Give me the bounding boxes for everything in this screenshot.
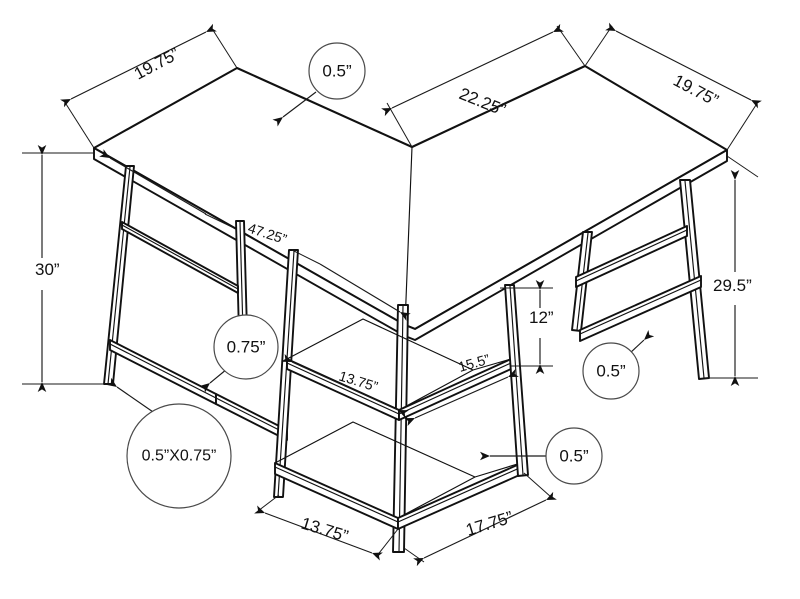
dimension-label-19-75-left: 19.75”	[131, 44, 183, 84]
ext-29-5-top	[726, 155, 759, 178]
dimension-label-13-75-base: 13.75”	[299, 514, 351, 546]
callout-leg-profile: 0.5”X0.75”	[126, 403, 232, 509]
left-upper-rail-line	[121, 224, 239, 290]
middle-upper-shelf-right-top	[472, 358, 512, 371]
callout-circle-top-thickness	[308, 42, 366, 100]
leader-left-rail-thickness	[199, 368, 228, 393]
dimension-label-30: 30”	[35, 260, 60, 279]
ext-17-75-a	[403, 547, 425, 563]
middle-lower-shelf-left	[274, 462, 399, 530]
middle-upper-shelf-right	[398, 358, 512, 421]
middle-lower-shelf-right-top	[474, 461, 525, 478]
left-to-mid-base-rail	[215, 393, 288, 441]
leader-top-thickness	[272, 91, 317, 127]
callout-circle-right-rail	[582, 342, 640, 400]
callout-label-right-rail: 0.5”	[596, 362, 626, 381]
leader-leg-profile	[106, 377, 157, 415]
ext-19-75-right-a	[584, 25, 613, 67]
ext-17-75-b	[523, 472, 552, 498]
desk-geometry	[92, 64, 729, 553]
ext-19-75-right-b	[726, 104, 757, 151]
callout-circle-leg-profile	[126, 403, 232, 509]
dimline-47-25-arrow-start	[99, 149, 207, 215]
dimline-19-75-right	[605, 22, 762, 109]
callout-left-rail-thickness: 0.75”	[213, 314, 279, 380]
callout-circle-left-rail	[213, 314, 279, 380]
mid-leg-center-highlight	[398, 305, 404, 553]
desk-top-panel	[92, 64, 729, 341]
dimline-22-25	[381, 23, 564, 117]
callout-label-top-thickness: 0.5”	[322, 62, 352, 81]
left-trestle-frame	[103, 165, 288, 441]
ext-19-75-left-b	[65, 103, 95, 149]
dimline-47-25-left	[204, 213, 233, 228]
dimension-label-17-75: 17.75”	[464, 507, 516, 539]
right-trestle-frame	[571, 179, 710, 380]
ext-19-75-left-a	[210, 26, 238, 69]
desk-top-inner-corner-line	[404, 146, 413, 326]
right-lower-rail	[579, 275, 702, 342]
dimline-47-25-right	[291, 249, 321, 265]
left-lower-rail-line	[109, 343, 217, 399]
callout-right-rail-thickness: 0.5”	[582, 342, 640, 400]
right-upper-rail-line	[575, 229, 688, 282]
dimline-47-25-arrow-end	[319, 263, 411, 321]
callout-label-left-rail: 0.75”	[227, 338, 266, 357]
dimline-15-5	[404, 369, 519, 426]
middle-lower-shelf-left-line	[274, 466, 399, 523]
dimension-annotations	[22, 22, 762, 567]
dimline-17-75	[413, 491, 557, 567]
ext-13-75-base-a	[257, 494, 280, 512]
callout-label-lower-shelf: 0.5”	[559, 447, 589, 466]
right-lower-rail-line	[579, 279, 702, 335]
callout-lower-shelf-thickness: 0.5”	[545, 427, 603, 485]
dimline-19-75-left	[60, 23, 217, 108]
callout-label-leg-profile: 0.5”X0.75”	[142, 448, 217, 465]
callout-circle-lower-shelf	[545, 427, 603, 485]
callout-top-thickness: 0.5”	[308, 42, 366, 100]
ext-22-25-b	[556, 25, 586, 67]
left-leg-inner-highlight	[239, 221, 244, 333]
middle-upper-shelf-right-line	[398, 362, 512, 415]
callout-leaders	[106, 91, 655, 461]
dimline-13-75-shelf	[281, 353, 409, 419]
dimension-label-12: 12”	[529, 308, 554, 327]
dimline-13-75-base	[254, 505, 383, 561]
callout-bubbles: 0.5” 0.75” 0.5”X0.75” 0.5” 0.5”	[126, 42, 640, 509]
left-lower-rail	[109, 339, 217, 405]
left-to-mid-base-rail-line	[215, 397, 288, 435]
dimension-label-29-5: 29.5”	[713, 276, 752, 295]
right-upper-rail	[575, 225, 688, 288]
dimension-label-19-75-right: 19.75”	[670, 71, 722, 111]
